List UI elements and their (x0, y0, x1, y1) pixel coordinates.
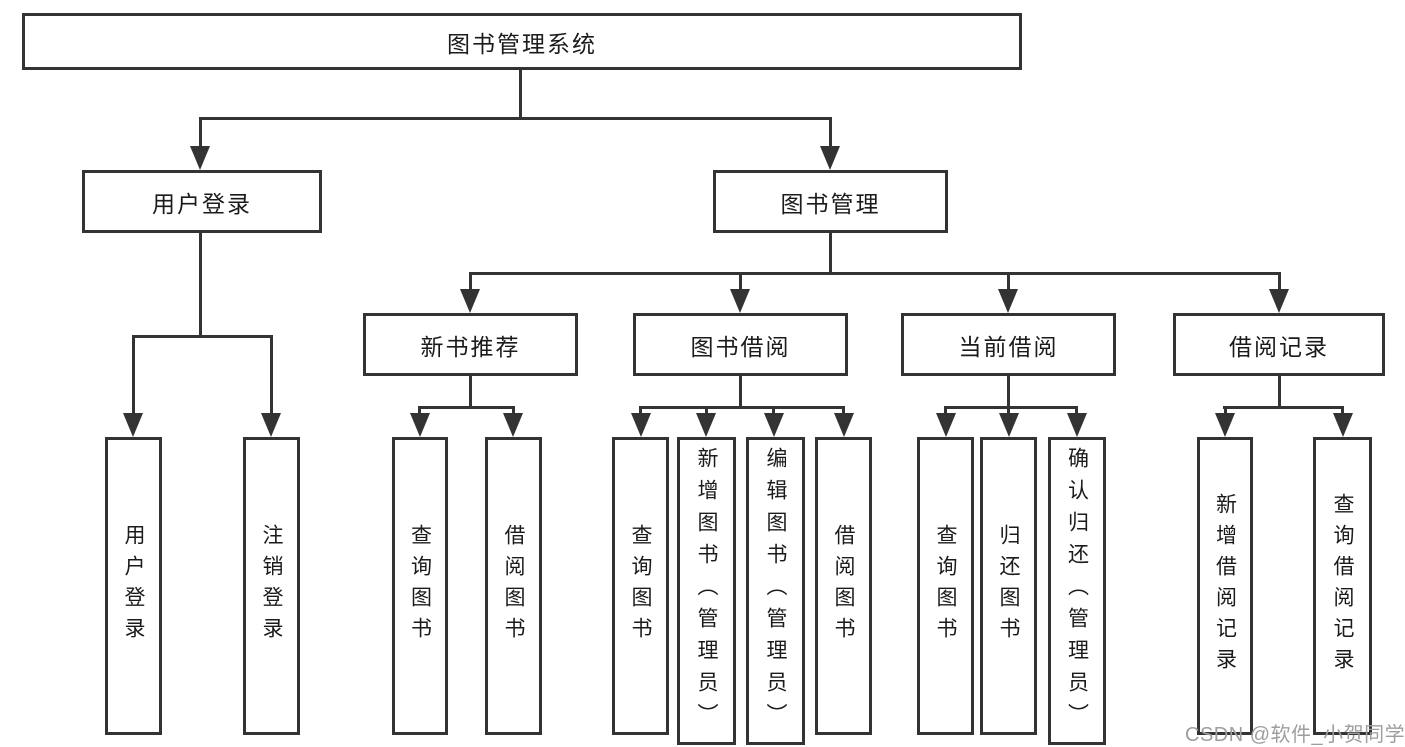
connector-drop-current-stem (1007, 272, 1010, 293)
connector-drop-user-login-stem (199, 117, 202, 150)
connector-drop-rec-borrow-stem (512, 406, 515, 418)
connector-drop-rec-query-stem (418, 406, 421, 418)
node-leaf-records-query-record-label: 查询借阅记录 (1331, 493, 1354, 679)
arrowhead-rec-borrow (503, 413, 523, 437)
arrowhead-recommend (460, 289, 480, 313)
arrowhead-cb-return (999, 413, 1019, 437)
connector-drop-borrow-stem (739, 272, 742, 293)
connector-root-trunk (519, 70, 522, 120)
node-current-borrow: 当前借阅 (901, 313, 1116, 376)
arrowhead-leaf-logout (261, 413, 281, 437)
node-leaf-current-query-books: 查询图书 (917, 437, 974, 735)
node-leaf-current-query-books-label: 查询图书 (934, 524, 957, 648)
arrowhead-borrow (730, 289, 750, 313)
node-leaf-current-return-books: 归还图书 (980, 437, 1037, 735)
node-new-book-recommend-label: 新书推荐 (420, 333, 521, 360)
connector-drop-bb-add-stem (705, 406, 708, 418)
arrowhead-book-mgmt (820, 146, 840, 170)
connector-drop-bb-query-stem (639, 406, 642, 418)
node-leaf-current-confirm-return-admin-label: 确认归还（管理员） (1065, 447, 1089, 735)
node-leaf-borrow-borrow-books-label: 借阅图书 (832, 524, 855, 648)
node-new-book-recommend: 新书推荐 (363, 313, 578, 376)
connector-drop-leaf-logout-stem (270, 335, 273, 417)
connector-drop-cb-confirm-stem (1075, 406, 1078, 418)
connector-level2-hline (199, 117, 832, 120)
node-current-borrow-label: 当前借阅 (958, 333, 1059, 360)
node-leaf-logout: 注销登录 (243, 437, 300, 735)
connector-current-hline (944, 406, 1078, 409)
node-leaf-borrow-add-books-admin-label: 新增图书（管理员） (695, 447, 718, 735)
connector-recommend-hline (418, 406, 515, 409)
node-leaf-borrow-edit-books-admin-label: 编辑图书（管理员） (764, 447, 787, 735)
connector-current-stem (1007, 374, 1010, 409)
node-leaf-recommend-query-books: 查询图书 (392, 437, 448, 735)
node-user-login-label: 用户登录 (152, 190, 252, 217)
arrowhead-br-add (1215, 413, 1235, 437)
connector-user-login-hline (132, 335, 273, 338)
connector-drop-recommend-stem (469, 272, 472, 293)
connector-drop-bb-edit-stem (772, 406, 775, 418)
node-leaf-current-confirm-return-admin: 确认归还（管理员） (1048, 437, 1106, 745)
node-leaf-user-login: 用户登录 (105, 437, 162, 735)
node-leaf-borrow-add-books-admin: 新增图书（管理员） (677, 437, 736, 745)
arrowhead-bb-edit (764, 413, 784, 437)
node-book-borrow-label: 图书借阅 (690, 333, 791, 360)
node-borrow-records-label: 借阅记录 (1229, 333, 1329, 360)
node-leaf-records-add-record: 新增借阅记录 (1197, 437, 1253, 735)
node-book-management-label: 图书管理 (780, 190, 881, 217)
csdn-watermark: CSDN @软件_小贺同学 (1185, 724, 1405, 746)
node-leaf-recommend-borrow-books: 借阅图书 (485, 437, 542, 735)
connector-drop-bb-borrow-stem (842, 406, 845, 418)
connector-records-stem (1278, 374, 1281, 409)
connector-recommend-stem (469, 374, 472, 409)
arrowhead-br-query (1333, 413, 1353, 437)
arrowhead-leaf-login (123, 413, 143, 437)
node-leaf-user-login-label: 用户登录 (122, 524, 145, 648)
node-leaf-borrow-edit-books-admin: 编辑图书（管理员） (746, 437, 805, 745)
connector-borrow-stem (739, 374, 742, 409)
arrowhead-bb-query (631, 413, 651, 437)
connector-user-login-stem (199, 233, 202, 338)
connector-drop-cb-return-stem (1007, 406, 1010, 418)
connector-records-hline (1223, 406, 1344, 409)
connector-drop-cb-query-stem (944, 406, 947, 418)
node-root-label: 图书管理系统 (447, 30, 597, 57)
node-leaf-records-query-record: 查询借阅记录 (1313, 437, 1372, 735)
connector-drop-records-stem (1278, 272, 1281, 293)
arrowhead-bb-borrow (834, 413, 854, 437)
node-leaf-current-return-books-label: 归还图书 (997, 524, 1020, 648)
node-leaf-borrow-query-books-label: 查询图书 (629, 524, 652, 648)
connector-book-mgmt-stem (829, 233, 832, 275)
connector-borrow-hline (639, 406, 845, 409)
node-borrow-records: 借阅记录 (1173, 313, 1385, 376)
node-book-management: 图书管理 (713, 170, 948, 233)
arrowhead-user-login (190, 146, 210, 170)
connector-drop-br-add-stem (1224, 406, 1227, 418)
node-leaf-borrow-query-books: 查询图书 (612, 437, 669, 735)
arrowhead-records (1269, 289, 1289, 313)
arrowhead-cb-confirm (1067, 413, 1087, 437)
node-root: 图书管理系统 (22, 13, 1022, 70)
arrowhead-cb-query (936, 413, 956, 437)
node-leaf-logout-label: 注销登录 (260, 524, 283, 648)
node-leaf-recommend-query-books-label: 查询图书 (408, 524, 432, 648)
connector-drop-book-mgmt-stem (829, 117, 832, 150)
node-leaf-borrow-borrow-books: 借阅图书 (815, 437, 872, 735)
node-leaf-recommend-borrow-books-label: 借阅图书 (502, 524, 525, 648)
connector-drop-br-query-stem (1341, 406, 1344, 418)
node-leaf-records-add-record-label: 新增借阅记录 (1213, 493, 1237, 679)
node-user-login: 用户登录 (82, 170, 322, 233)
connector-drop-leaf-login-stem (132, 335, 135, 417)
node-book-borrow: 图书借阅 (633, 313, 848, 376)
connector-level3-hline (469, 272, 1281, 275)
arrowhead-bb-add (696, 413, 716, 437)
arrowhead-current (998, 289, 1018, 313)
arrowhead-rec-query (410, 413, 430, 437)
